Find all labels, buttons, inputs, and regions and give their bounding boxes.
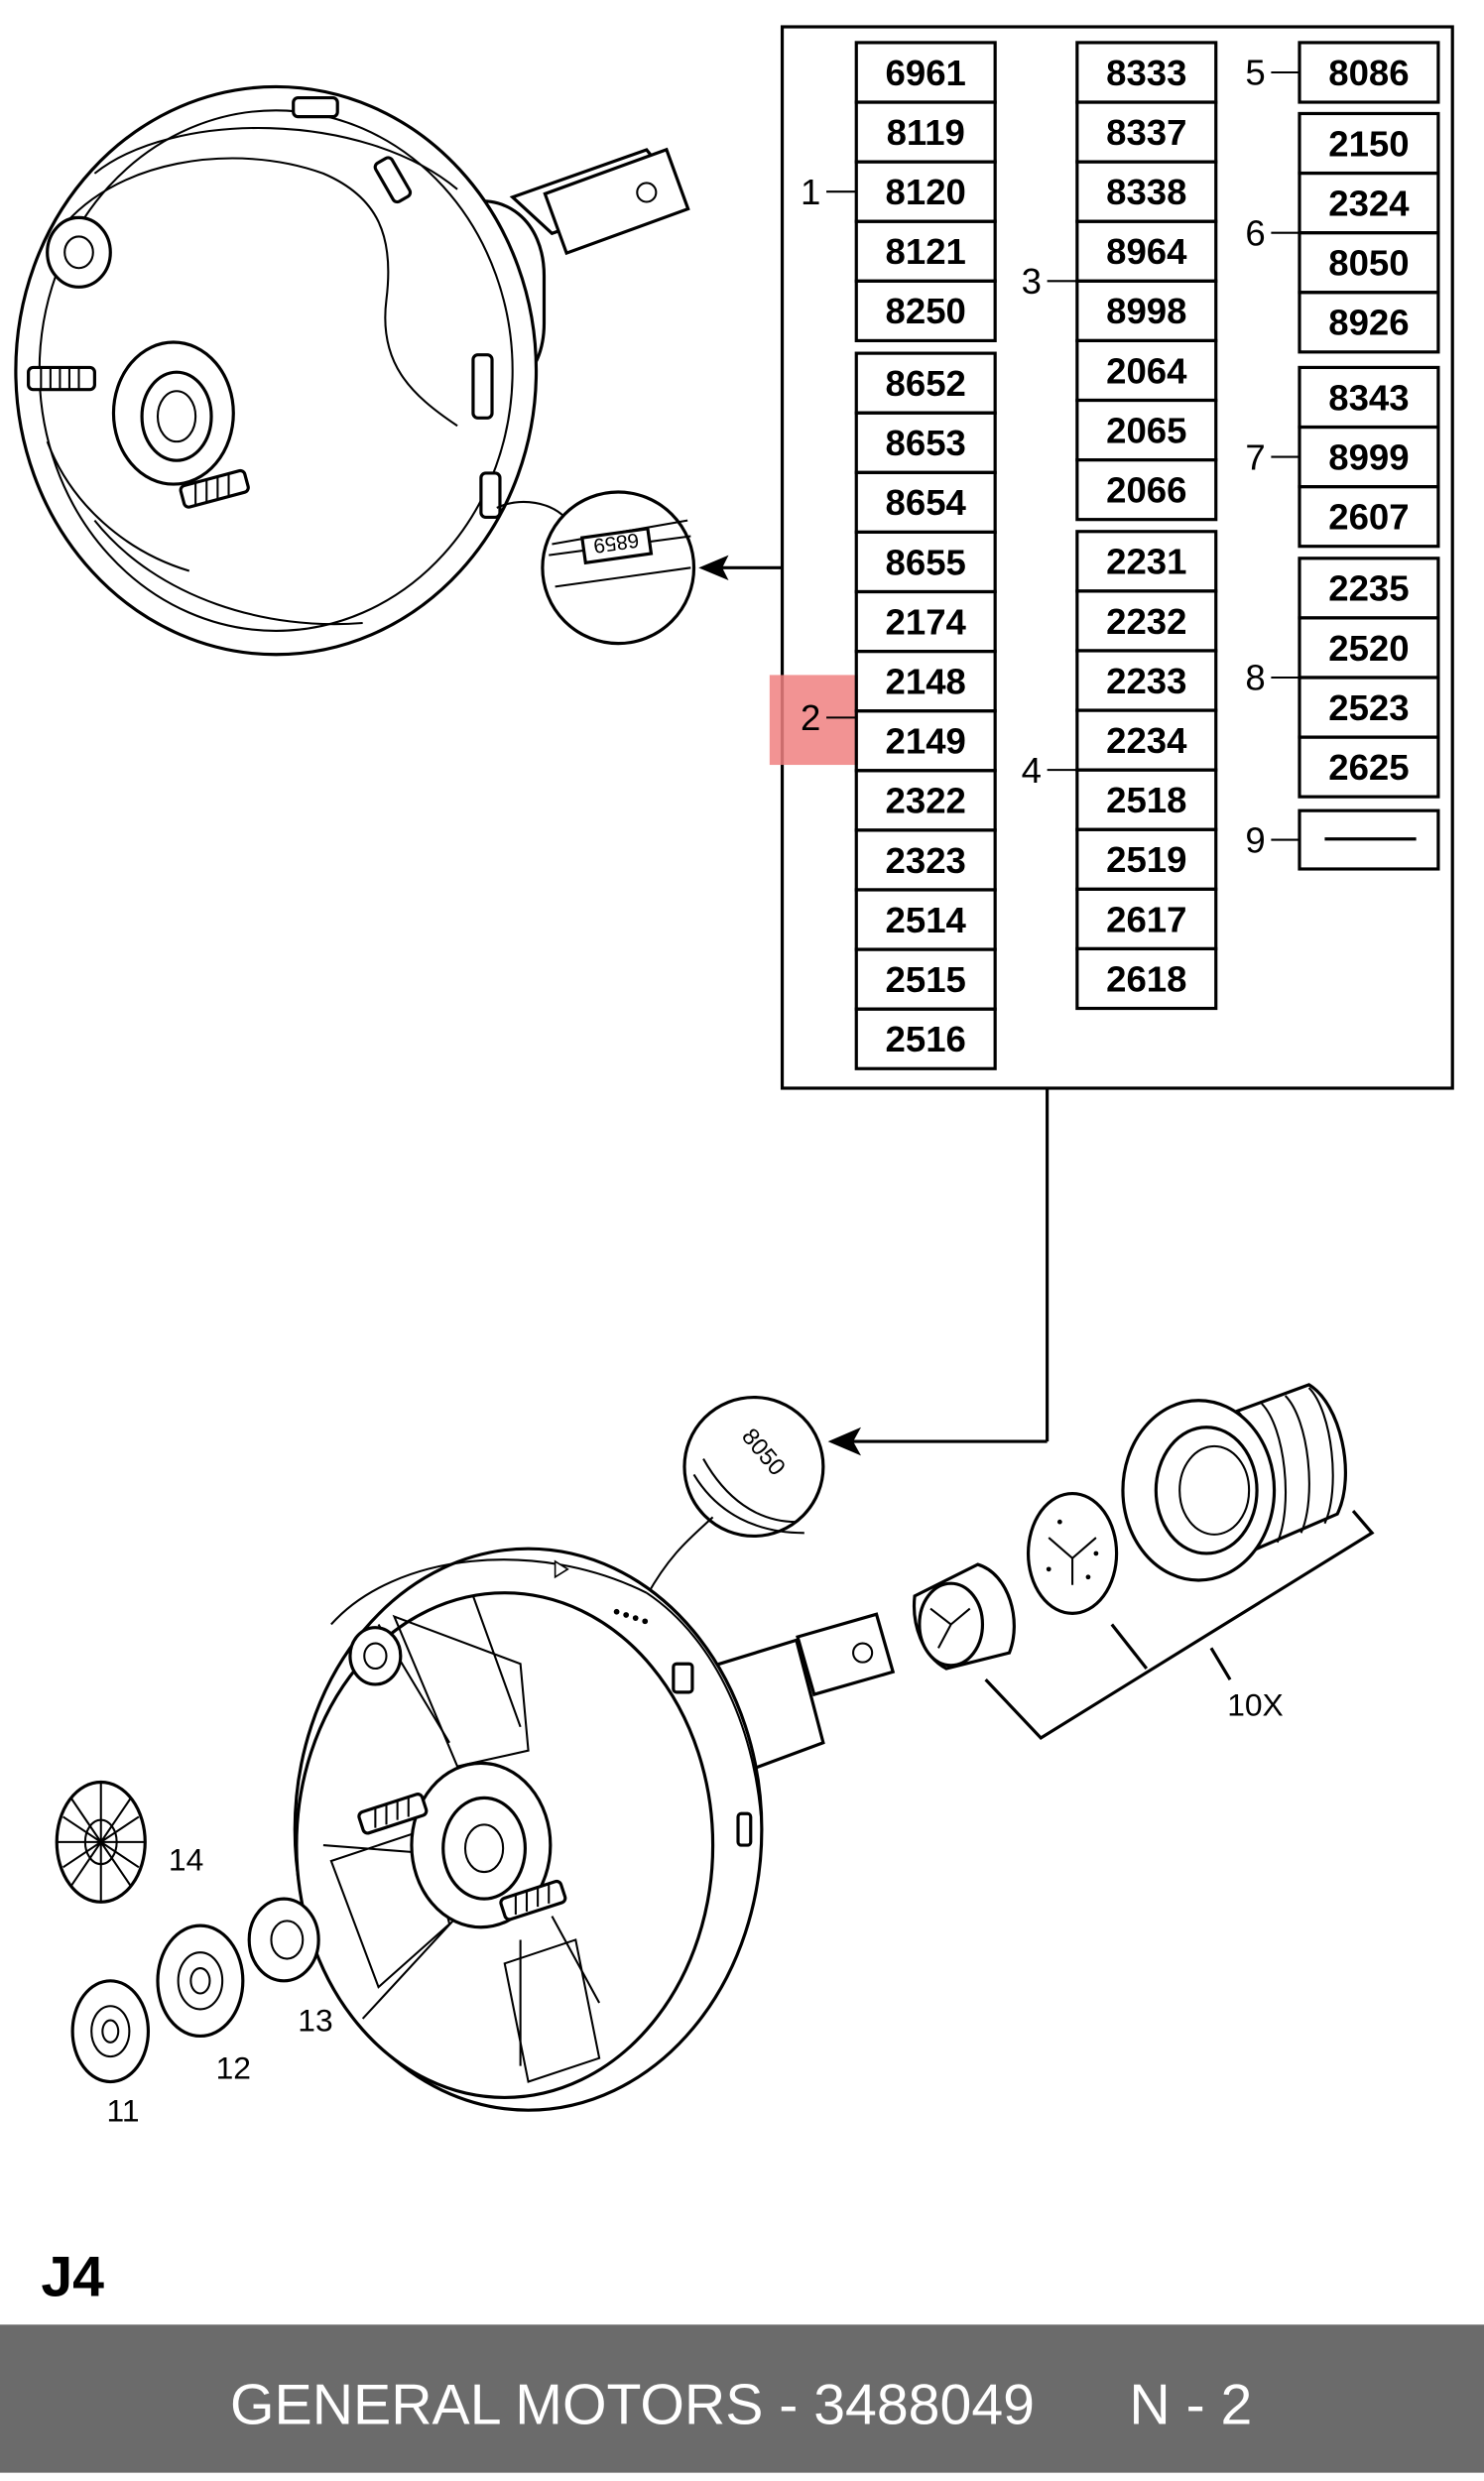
code-cell-2066: 2066 (1106, 470, 1186, 511)
code-cell-8964: 8964 (1106, 231, 1187, 272)
code-cell-2174: 2174 (886, 601, 967, 642)
bottom-brake-booster (293, 1547, 896, 2112)
code-cell-2625: 2625 (1328, 747, 1409, 788)
highlight-group-2 (769, 675, 858, 766)
part-10-bracket (984, 1509, 1375, 1740)
code-cell-2064: 2064 (1106, 350, 1187, 391)
code-cell-8652: 8652 (886, 363, 966, 404)
group-9-blank-cell (1298, 808, 1440, 871)
code-cell-2514: 2514 (886, 900, 967, 940)
group-label-2: 2 (801, 697, 820, 738)
part-10-label: 10X (1227, 1687, 1284, 1723)
code-cell-8999: 8999 (1328, 436, 1409, 477)
code-cell-2231: 2231 (1106, 542, 1186, 582)
group-label-5: 5 (1245, 53, 1265, 93)
part-11-label: 11 (107, 2092, 140, 2128)
part-10-kit: 10X (912, 1383, 1375, 1740)
code-cell-8333: 8333 (1106, 53, 1186, 93)
code-cell-8654: 8654 (886, 482, 967, 523)
code-cell-2149: 2149 (886, 721, 966, 762)
part-14-label: 14 (169, 1842, 203, 1878)
group-labels: 1 2 3 4 5 6 7 8 9 (801, 53, 1299, 860)
top-callout-bubble: 6859 (541, 490, 696, 646)
group-label-3: 3 (1022, 261, 1042, 302)
code-cell-8655: 8655 (886, 542, 966, 582)
code-cell-2519: 2519 (1106, 839, 1186, 880)
top-stud-right (179, 468, 250, 509)
part-13-label: 13 (298, 2003, 332, 2039)
code-cell-box (854, 1007, 997, 1070)
group-label-8: 8 (1245, 658, 1265, 698)
code-cell-6961: 6961 (886, 53, 966, 93)
bottom-stud-upper (357, 1793, 429, 1835)
code-cell-8338: 8338 (1106, 172, 1186, 212)
code-table-frame (780, 25, 1454, 1090)
group-label-4: 4 (1022, 750, 1042, 791)
group-label-7: 7 (1245, 436, 1265, 477)
code-cell-2324: 2324 (1328, 183, 1410, 223)
code-cell-box (1298, 41, 1440, 104)
bottom-callout-arrowhead (827, 1427, 862, 1456)
code-table: 6961811981208121825086528653865486552174… (769, 25, 1454, 1456)
top-callout-arrow (698, 555, 783, 581)
footer-bar (0, 2324, 1484, 2473)
code-cell-box (854, 279, 997, 342)
code-cell-box (1075, 946, 1218, 1011)
part-10-filter (912, 1562, 1016, 1671)
part-12-valve: 12 (156, 1923, 251, 2085)
code-cell-2523: 2523 (1328, 687, 1409, 728)
code-cell-box (1075, 457, 1218, 522)
code-cell-8653: 8653 (886, 423, 966, 463)
code-cell-2618: 2618 (1106, 958, 1186, 999)
code-cell-box (1298, 735, 1440, 799)
part-13-washer: 13 (247, 1897, 333, 2039)
code-cell-2065: 2065 (1106, 410, 1186, 450)
code-cell-8121: 8121 (886, 231, 966, 272)
code-cell-8050: 8050 (1328, 243, 1409, 284)
code-cell-box (1298, 485, 1440, 549)
part-14-filter-disc: 14 (55, 1780, 203, 1904)
code-cell-2235: 2235 (1328, 568, 1409, 609)
bottom-callout-bubble: 8050 (645, 1395, 825, 1597)
part-10-boot (1121, 1383, 1347, 1582)
code-cell-2150: 2150 (1328, 123, 1409, 164)
group-label-1: 1 (801, 172, 820, 212)
code-cell-8337: 8337 (1106, 112, 1186, 153)
code-cell-8250: 8250 (886, 291, 966, 331)
code-cell-8119: 8119 (887, 112, 965, 153)
code-cell-8926: 8926 (1328, 303, 1409, 343)
code-cell-8343: 8343 (1328, 377, 1409, 418)
code-cell-8998: 8998 (1106, 291, 1186, 331)
code-cell-2516: 2516 (886, 1019, 966, 1059)
code-cell-2233: 2233 (1106, 661, 1186, 701)
code-cell-2323: 2323 (886, 840, 966, 881)
code-cell-2617: 2617 (1106, 899, 1186, 939)
top-stud-left (27, 365, 96, 392)
code-cell-2148: 2148 (886, 662, 966, 702)
code-cell-2232: 2232 (1106, 601, 1186, 642)
page-code: J4 (41, 2246, 104, 2309)
code-cell-2518: 2518 (1106, 780, 1186, 820)
group-label-9: 9 (1245, 819, 1265, 860)
top-brake-booster (14, 84, 690, 657)
footer-text: GENERAL MOTORS - 3488049 N - 2 (230, 2374, 1252, 2437)
code-cell-box (1298, 291, 1440, 354)
code-cell-2322: 2322 (886, 781, 966, 821)
part-12-label: 12 (216, 2049, 251, 2085)
code-cell-2607: 2607 (1328, 497, 1409, 538)
code-cell-2234: 2234 (1106, 720, 1187, 761)
code-cell-8120: 8120 (886, 172, 966, 212)
group-label-6: 6 (1245, 212, 1265, 253)
part-11-valve: 11 (70, 1979, 151, 2128)
code-cell-2515: 2515 (886, 959, 966, 1000)
bottom-stud-lower (499, 1879, 567, 1922)
code-cell-2520: 2520 (1328, 628, 1409, 669)
part-10-disc (1026, 1491, 1119, 1615)
code-cell-8086: 8086 (1328, 53, 1409, 93)
code-cells: 6961811981208121825086528653865486552174… (854, 41, 1440, 1070)
